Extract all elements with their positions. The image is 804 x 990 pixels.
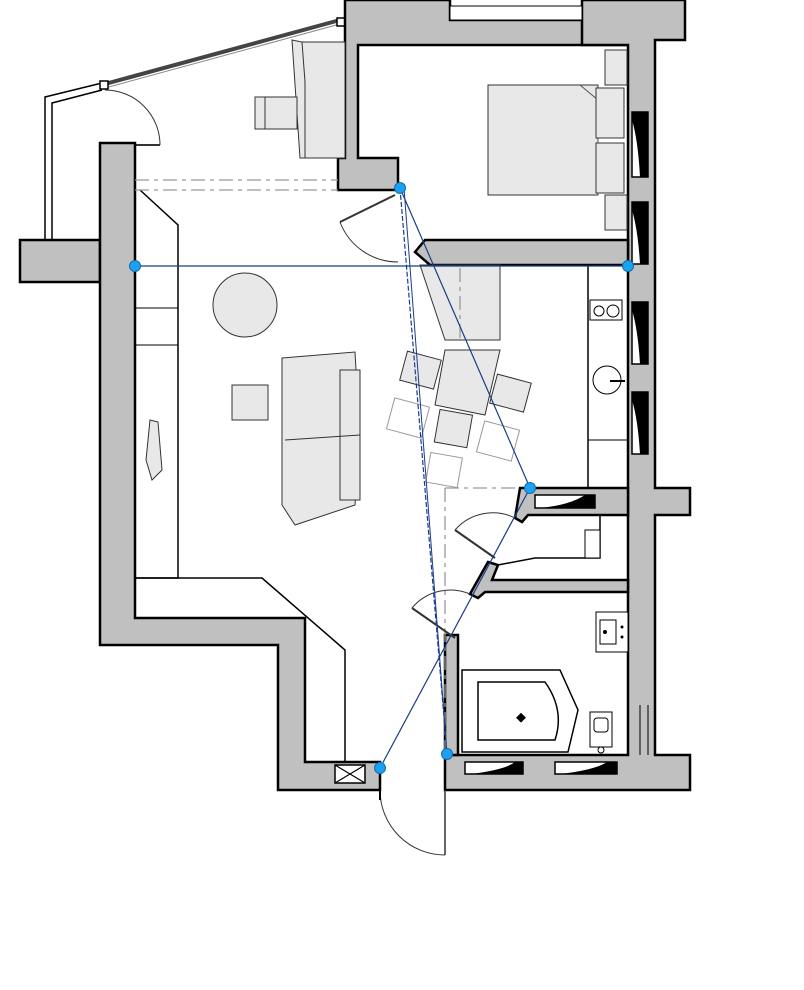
nightstand [604,49,628,86]
measure-line [403,187,448,755]
dining-table [434,349,501,416]
chair [433,408,474,449]
measure-node[interactable] [524,482,536,494]
nightstand [604,194,628,231]
bed [487,84,599,196]
bathtub [461,669,579,753]
kitchen [385,264,628,755]
wall-bath-left [443,633,460,757]
tv [145,419,163,481]
office-chair [254,96,298,130]
ottoman [231,384,269,421]
bedroom-door-swing [339,221,399,263]
measure-node[interactable] [441,748,453,760]
wall-bath-top [468,560,630,600]
pillow [595,142,625,194]
measure-node[interactable] [374,762,386,774]
measure-line [399,187,448,755]
window-post [99,80,109,90]
walls [18,0,692,792]
bathroom [461,611,629,754]
chair [489,373,532,413]
entrance-door-swing [379,789,446,856]
windows [449,5,649,775]
storage [411,512,601,639]
bath-door-swing [411,589,471,609]
chair [399,350,442,390]
pillow [595,87,625,139]
measure-node[interactable] [129,260,141,272]
balcony-door-swing [104,89,161,146]
measure-path [129,182,634,774]
measure-node[interactable] [394,182,406,194]
bedroom [254,39,628,231]
sofa [281,351,361,526]
wall-bedroom-bottom [413,238,630,267]
measure-node[interactable] [622,260,634,272]
wall-left-stub [18,238,102,284]
storage-door-swing [454,512,516,531]
round-rug [212,272,278,338]
living-room [135,179,399,762]
wardrobe [301,41,346,159]
